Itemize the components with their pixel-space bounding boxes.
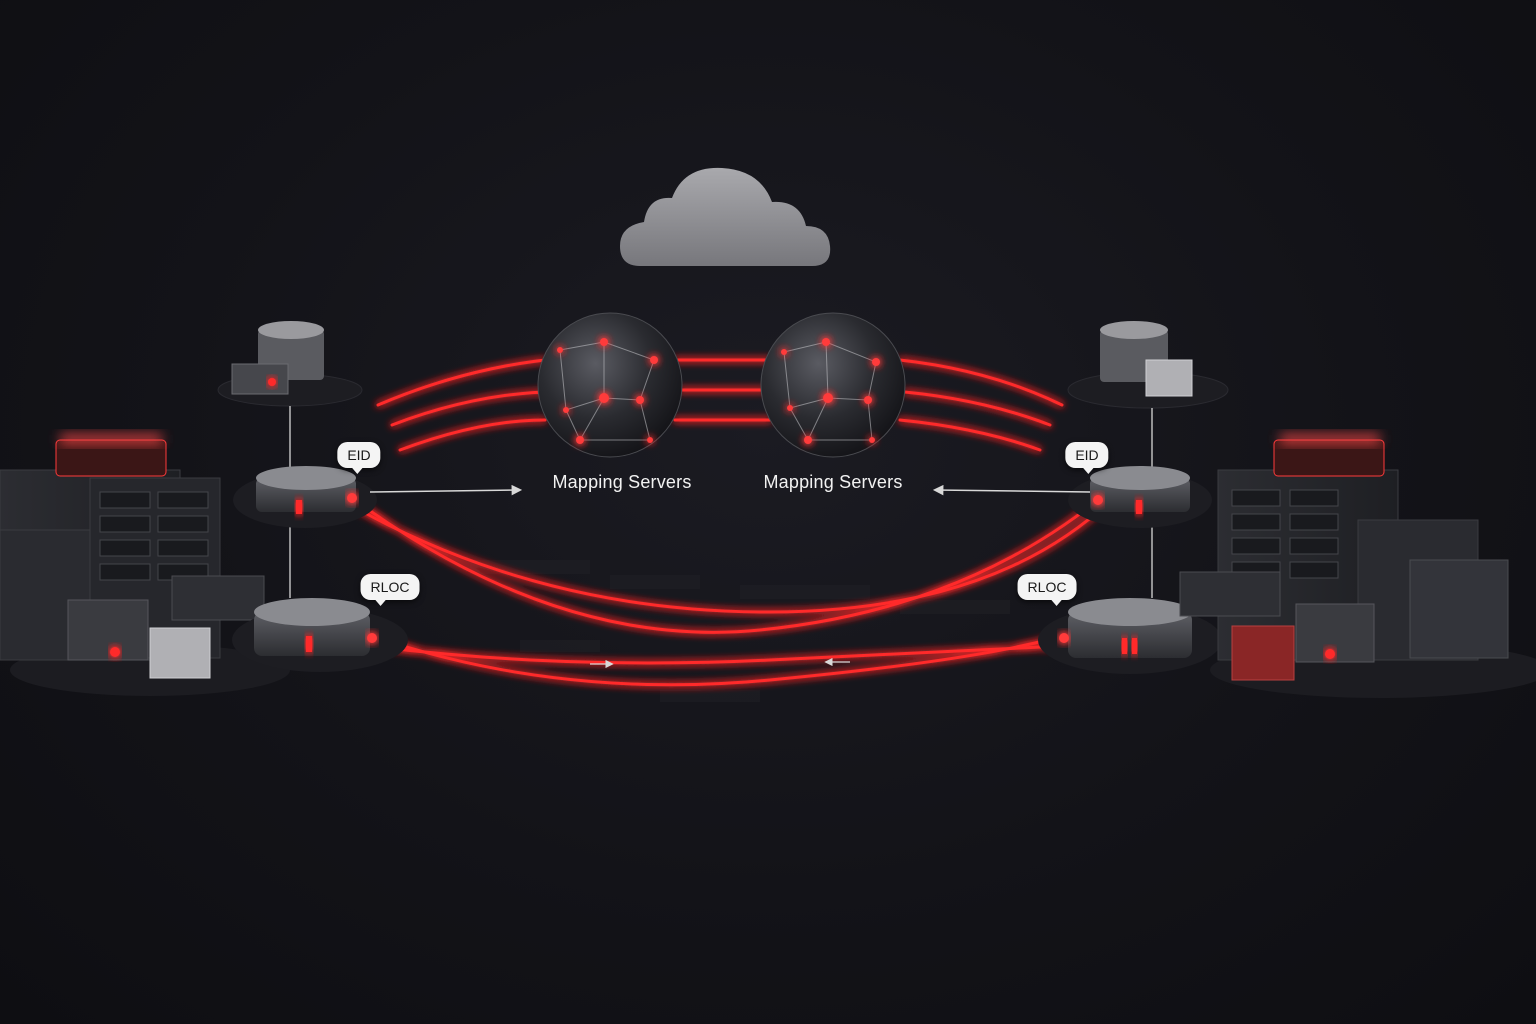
cloud-icon xyxy=(620,168,830,266)
router-icon xyxy=(233,466,377,528)
database-icon xyxy=(218,321,362,406)
rloc-bubble-right: RLOC xyxy=(1018,574,1077,600)
database-icon xyxy=(1068,321,1228,408)
upper-links xyxy=(378,360,1062,450)
rloc-bubble-left: RLOC xyxy=(361,574,420,600)
router-icon xyxy=(1068,466,1212,528)
globe-network-icon xyxy=(761,313,905,457)
globe-network-icon xyxy=(538,313,682,457)
mapping-servers-label-right: Mapping Servers xyxy=(763,472,902,493)
eid-bubble-left: EID xyxy=(337,442,380,468)
router-icon xyxy=(232,598,408,672)
mapping-servers-label-left: Mapping Servers xyxy=(552,472,691,493)
arrow-to-mapping-left xyxy=(370,490,520,492)
arrow-to-mapping-right xyxy=(935,490,1090,492)
right-data-center xyxy=(1180,434,1536,698)
lower-links xyxy=(352,498,1100,685)
eid-bubble-right: EID xyxy=(1065,442,1108,468)
